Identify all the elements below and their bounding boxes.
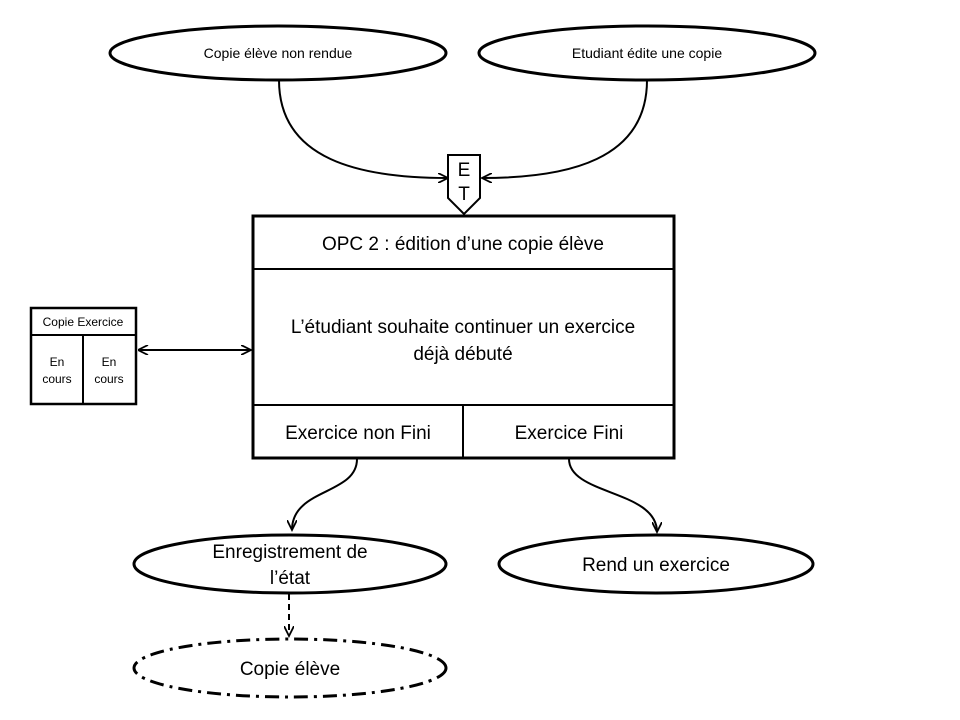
operation-title: OPC 2 : édition d’une copie élève <box>322 234 604 255</box>
sync-et-marker: E T <box>447 154 481 216</box>
operation-box: OPC 2 : édition d’une copie élève L’étud… <box>251 214 676 460</box>
event-save-state: Enregistrement de l’état <box>132 533 448 595</box>
sync-label-t: T <box>458 184 470 205</box>
output-finished: Exercice Fini <box>515 423 624 444</box>
event-right-in-label: Etudiant édite une copie <box>572 45 722 61</box>
event-submit-label: Rend un exercice <box>582 555 730 576</box>
operation-body-line1: L’étudiant souhaite continuer un exercic… <box>291 317 635 338</box>
sync-label-e: E <box>458 160 471 181</box>
arrow-left-to-sync <box>278 79 448 178</box>
output-not-finished: Exercice non Fini <box>285 423 431 444</box>
resource-title: Copie Exercice <box>43 315 124 329</box>
arrow-right-to-sync <box>482 79 648 178</box>
event-save-state-line1: Enregistrement de <box>212 542 367 563</box>
operation-body-line2: déjà débuté <box>413 344 512 365</box>
event-left-in-label: Copie élève non rendue <box>204 45 353 61</box>
resource-state1-line2: cours <box>42 372 71 386</box>
event-save-state-line2: l’état <box>270 568 311 589</box>
result-label: Copie élève <box>240 659 340 680</box>
result-student-copy: Copie élève <box>132 637 448 699</box>
arrow-to-save-state <box>292 458 358 530</box>
arrow-to-submit <box>568 458 657 532</box>
event-left-in: Copie élève non rendue <box>108 24 448 82</box>
resource-state2-line2: cours <box>94 372 123 386</box>
resource-state2-line1: En <box>102 355 117 369</box>
event-right-in: Etudiant édite une copie <box>477 24 817 82</box>
event-submit-exercise: Rend un exercice <box>497 533 815 595</box>
resource-box: Copie Exercice En cours En cours <box>29 306 138 406</box>
resource-state1-line1: En <box>50 355 65 369</box>
